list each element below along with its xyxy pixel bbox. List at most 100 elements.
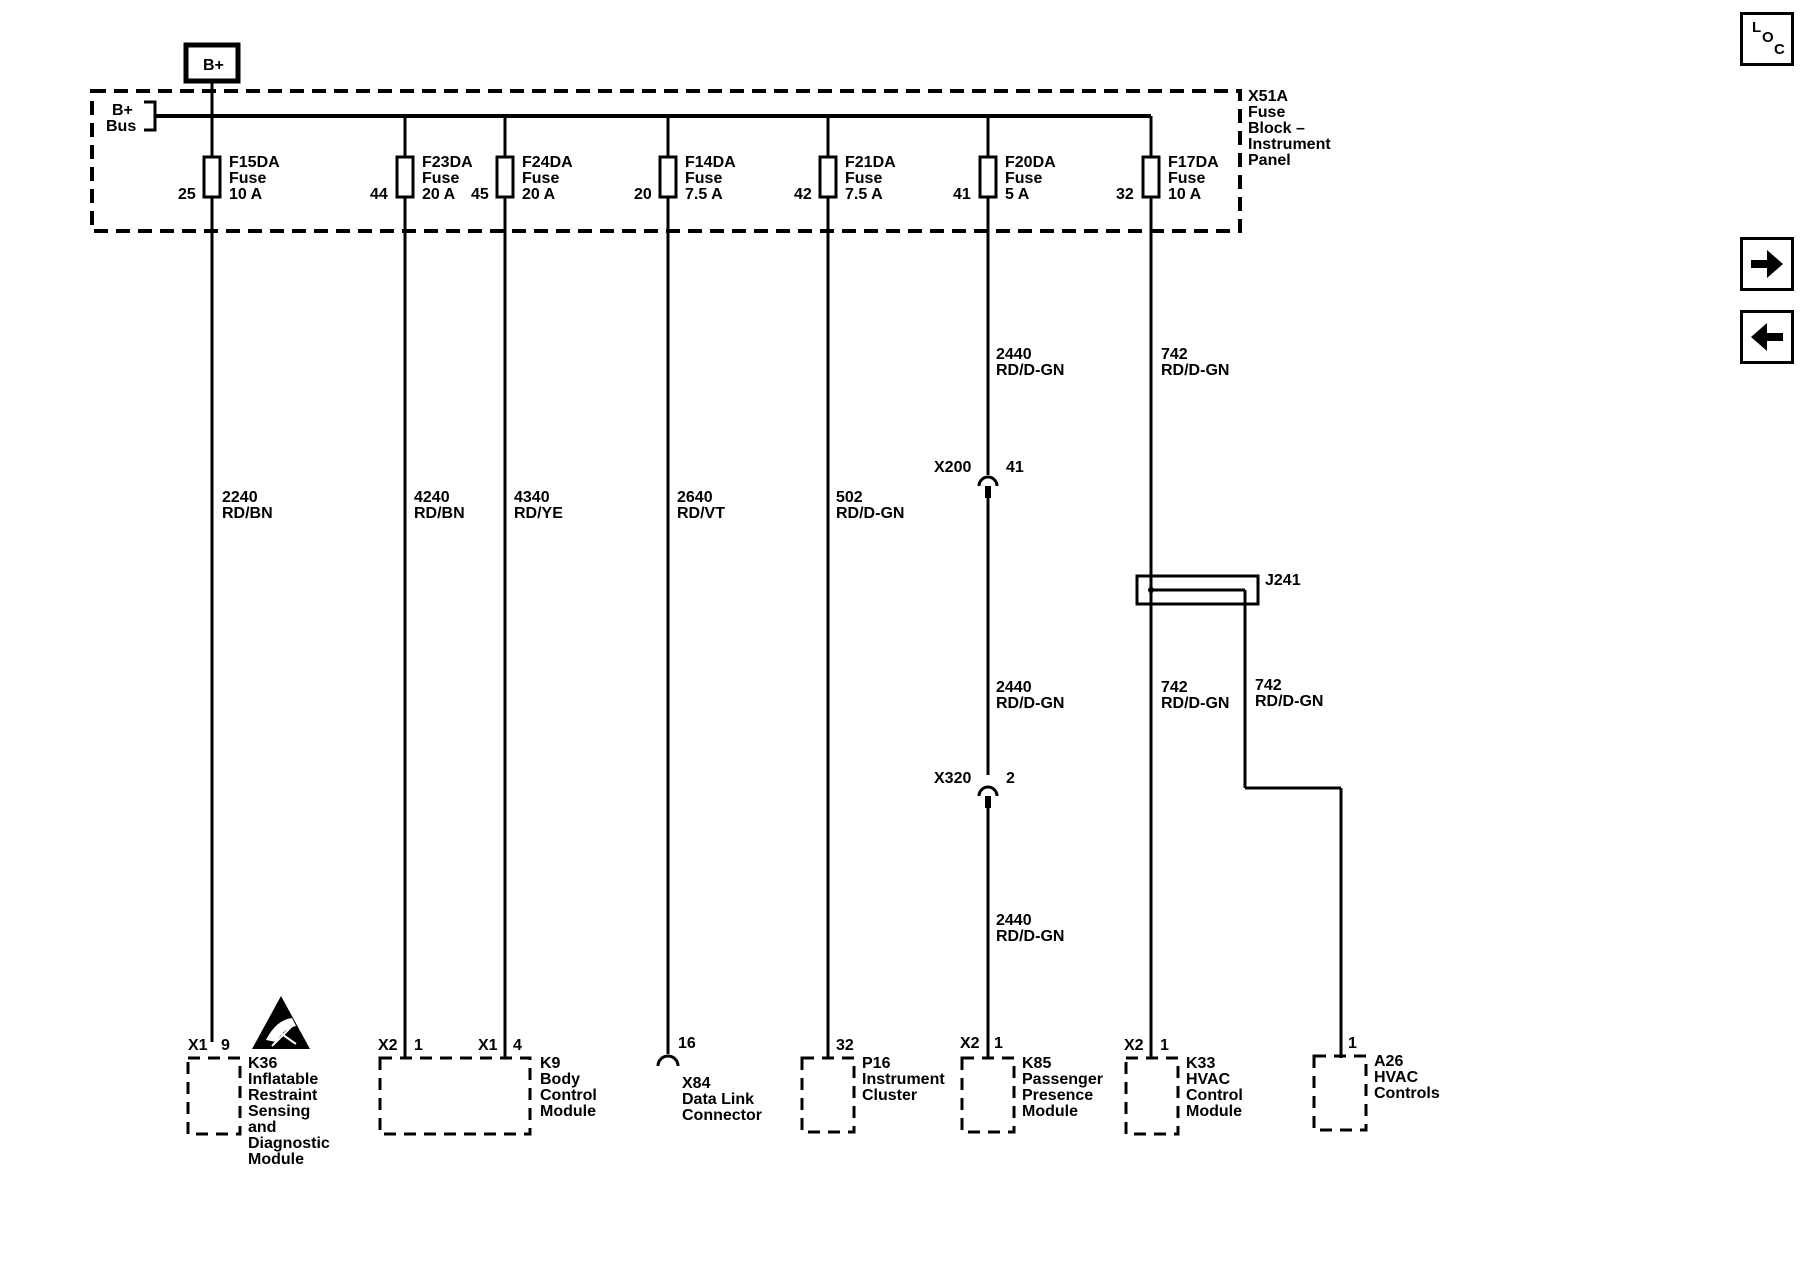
fuse-f15da: F15DA Fuse 10 A 25 2240 RD/BN bbox=[178, 116, 280, 1042]
fuse-id: F21DA bbox=[845, 154, 896, 171]
wire-color: RD/D-GN bbox=[1161, 695, 1229, 712]
arrow-left-icon bbox=[1751, 323, 1783, 351]
fuse-id: F23DA bbox=[422, 154, 473, 171]
fuse-rating: 10 A bbox=[1168, 186, 1202, 203]
fuse-type: Fuse bbox=[1005, 170, 1042, 187]
module-name-5: Diagnostic bbox=[248, 1135, 330, 1152]
fuse-type: Fuse bbox=[845, 170, 882, 187]
connector-id: X200 bbox=[934, 459, 971, 476]
fuse-pin: 20 bbox=[634, 186, 652, 203]
wire-color: RD/D-GN bbox=[1255, 693, 1323, 710]
fuse-type: Fuse bbox=[229, 170, 266, 187]
fuse-id: F20DA bbox=[1005, 154, 1056, 171]
fuse-rating: 20 A bbox=[422, 186, 456, 203]
connector-id: X320 bbox=[934, 770, 971, 787]
module-name-0: K33 bbox=[1186, 1055, 1215, 1072]
module-connector: X1 bbox=[188, 1037, 208, 1054]
module-name-1: Instrument bbox=[862, 1071, 945, 1088]
connector-x200: X200 41 2440 RD/D-GN bbox=[934, 459, 1064, 775]
fuse-rating: 7.5 A bbox=[685, 186, 723, 203]
bus-label-0: B+ bbox=[112, 102, 133, 119]
fuse-block-name-2: Block – bbox=[1248, 120, 1305, 137]
arrow-right-icon bbox=[1751, 250, 1783, 278]
wire-color: RD/D-GN bbox=[996, 362, 1064, 379]
module-pin: 9 bbox=[221, 1037, 230, 1054]
module-name-1: Inflatable bbox=[248, 1071, 318, 1088]
module-name-6: Module bbox=[248, 1151, 304, 1168]
module-name-1: Body bbox=[540, 1071, 580, 1088]
module-k9: X2 1 X1 4 K9 Body Control Module bbox=[378, 1037, 597, 1136]
module-name-3: Module bbox=[1022, 1103, 1078, 1120]
module-connector: X2 bbox=[378, 1037, 398, 1054]
module-name-2: Control bbox=[1186, 1087, 1243, 1104]
splice-j241: J241 742 RD/D-GN bbox=[1135, 572, 1343, 1058]
module-name-3: Module bbox=[540, 1103, 596, 1120]
fuse-pin: 25 bbox=[178, 186, 196, 203]
wire-circuit: 4340 bbox=[514, 489, 550, 506]
module-name-2: Control bbox=[540, 1087, 597, 1104]
fuse-type: Fuse bbox=[522, 170, 559, 187]
fuse-f17da: F17DA Fuse 10 A 32 742 RD/D-GN 742 RD/D-… bbox=[1116, 116, 1229, 1058]
bplus-label: B+ bbox=[203, 57, 224, 74]
locator-button[interactable]: L O C bbox=[1740, 12, 1794, 66]
next-page-button[interactable] bbox=[1740, 237, 1794, 291]
wire-color: RD/BN bbox=[222, 505, 273, 522]
bus-bracket bbox=[144, 100, 157, 132]
loc-letter-l: L bbox=[1752, 19, 1762, 36]
fuse-type: Fuse bbox=[685, 170, 722, 187]
module-k33: X2 1 K33 HVAC Control Module bbox=[1124, 1037, 1243, 1136]
esd-hand-warning-icon bbox=[252, 996, 310, 1049]
wire-circuit: 742 bbox=[1161, 346, 1188, 363]
fuse-block-name-4: Panel bbox=[1248, 152, 1291, 169]
module-a26: 1 A26 HVAC Controls bbox=[1312, 1035, 1440, 1132]
wire-color: RD/BN bbox=[414, 505, 465, 522]
module-name-1: HVAC bbox=[1374, 1069, 1419, 1086]
module-name-1: Passenger bbox=[1022, 1071, 1103, 1088]
module-connector: X2 bbox=[1124, 1037, 1144, 1054]
fuse-rating: 20 A bbox=[522, 186, 556, 203]
fuse-id: F14DA bbox=[685, 154, 736, 171]
module-name-3: Sensing bbox=[248, 1103, 310, 1120]
wire-circuit: 2440 bbox=[996, 346, 1032, 363]
fuse-pin: 45 bbox=[471, 186, 489, 203]
wire-circuit: 742 bbox=[1255, 677, 1282, 694]
module-k36: X1 9 K36 Inflatable Restraint Sensing an… bbox=[186, 1037, 330, 1168]
module-p16: 32 P16 Instrument Cluster bbox=[800, 1037, 945, 1134]
module-name-1: Data Link bbox=[682, 1091, 754, 1108]
fuse-pin: 41 bbox=[953, 186, 971, 203]
module-connector: X1 bbox=[478, 1037, 498, 1054]
fuse-id: F24DA bbox=[522, 154, 573, 171]
fuse-f23da: F23DA Fuse 20 A 44 4240 RD/BN bbox=[370, 116, 473, 1058]
wire-circuit: 502 bbox=[836, 489, 863, 506]
fuse-pin: 42 bbox=[794, 186, 812, 203]
module-pin: 1 bbox=[1348, 1035, 1357, 1052]
wire-circuit: 2440 bbox=[996, 679, 1032, 696]
module-pin: 1 bbox=[994, 1035, 1003, 1052]
module-name-2: Restraint bbox=[248, 1087, 318, 1104]
module-name-2: Controls bbox=[1374, 1085, 1440, 1102]
fuse-id: F17DA bbox=[1168, 154, 1219, 171]
module-pin: 16 bbox=[678, 1035, 696, 1052]
module-name-4: and bbox=[248, 1119, 276, 1136]
prev-page-button[interactable] bbox=[1740, 310, 1794, 364]
fuse-f24da: F24DA Fuse 20 A 45 4340 RD/YE bbox=[471, 116, 573, 1058]
fuse-rating: 7.5 A bbox=[845, 186, 883, 203]
loc-letter-c: C bbox=[1774, 41, 1785, 58]
fuse-rating: 5 A bbox=[1005, 186, 1030, 203]
bus-label-1: Bus bbox=[106, 118, 136, 135]
wire-color: RD/D-GN bbox=[996, 695, 1064, 712]
fuse-pin: 32 bbox=[1116, 186, 1134, 203]
module-name-1: HVAC bbox=[1186, 1071, 1231, 1088]
wire-circuit: 4240 bbox=[414, 489, 450, 506]
splice-id: J241 bbox=[1265, 572, 1301, 589]
connector-pin: 41 bbox=[1006, 459, 1024, 476]
module-name-2: Presence bbox=[1022, 1087, 1093, 1104]
wire-color: RD/D-GN bbox=[1161, 362, 1229, 379]
fuse-type: Fuse bbox=[1168, 170, 1205, 187]
module-pin: 32 bbox=[836, 1037, 854, 1054]
fuse-block-name-0: X51A bbox=[1248, 88, 1288, 105]
module-name-0: X84 bbox=[682, 1075, 711, 1092]
fuse-f21da: F21DA Fuse 7.5 A 42 502 RD/D-GN bbox=[794, 116, 904, 1058]
wire-circuit: 2240 bbox=[222, 489, 258, 506]
